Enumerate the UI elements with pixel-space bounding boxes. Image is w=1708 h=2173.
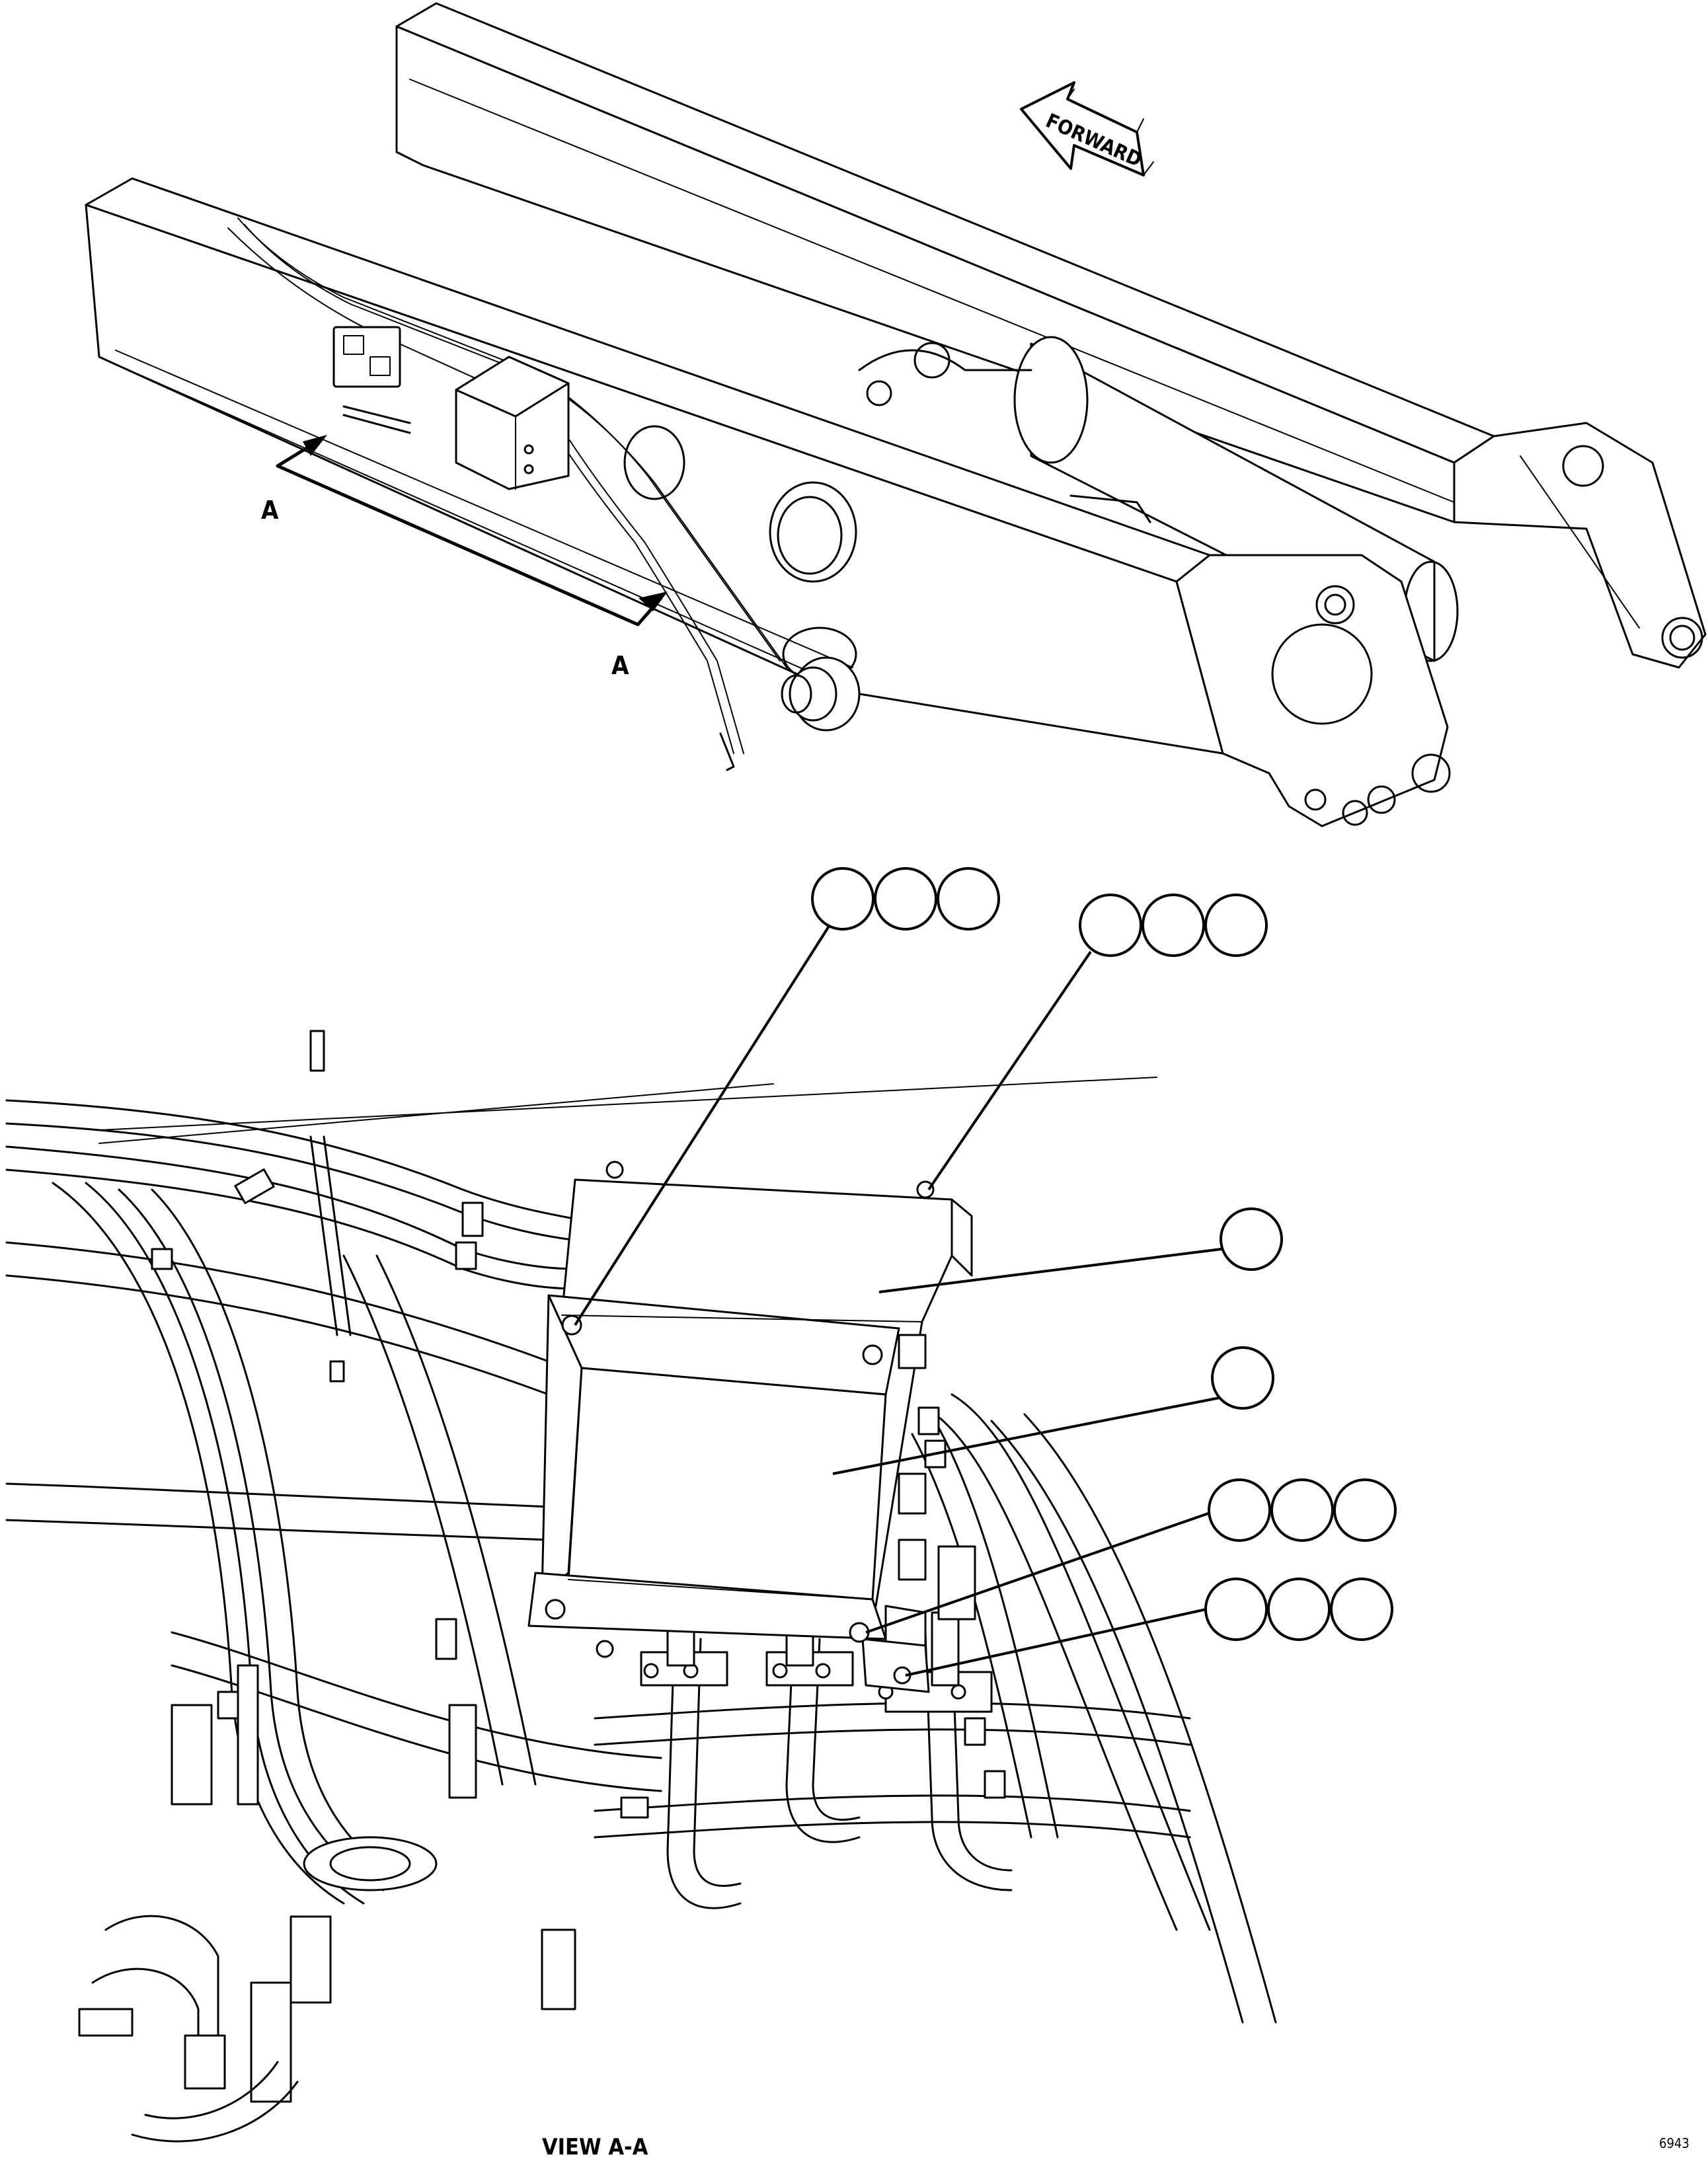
loader-arm-assembly: A A FORWARD xyxy=(85,2,1707,827)
callout-leaders xyxy=(574,924,1222,1677)
lower-fittings xyxy=(78,1664,576,2143)
drawing-number: 6943 xyxy=(1659,2135,1689,2151)
section-label-end: A xyxy=(611,651,629,680)
section-view-a-a xyxy=(5,867,1397,2143)
rear-lift-arm xyxy=(395,2,1707,669)
callout-single-2 xyxy=(1211,1346,1274,1410)
callout-group-3 xyxy=(1208,1478,1397,1542)
callout-group-1 xyxy=(811,867,1000,931)
callout-single-1 xyxy=(1220,1207,1283,1271)
control-box xyxy=(527,1161,973,1693)
section-line-a-a xyxy=(276,435,668,627)
callout-group-2 xyxy=(1079,894,1268,957)
forward-arrow: FORWARD xyxy=(1020,81,1154,176)
hose-routing xyxy=(5,1099,1277,2024)
section-label-start: A xyxy=(261,496,279,525)
view-caption: VIEW A-A xyxy=(542,2134,648,2160)
arm-hose-bundle xyxy=(227,217,787,771)
arm-control-box xyxy=(455,356,570,490)
callout-group-4 xyxy=(1204,1578,1393,1641)
